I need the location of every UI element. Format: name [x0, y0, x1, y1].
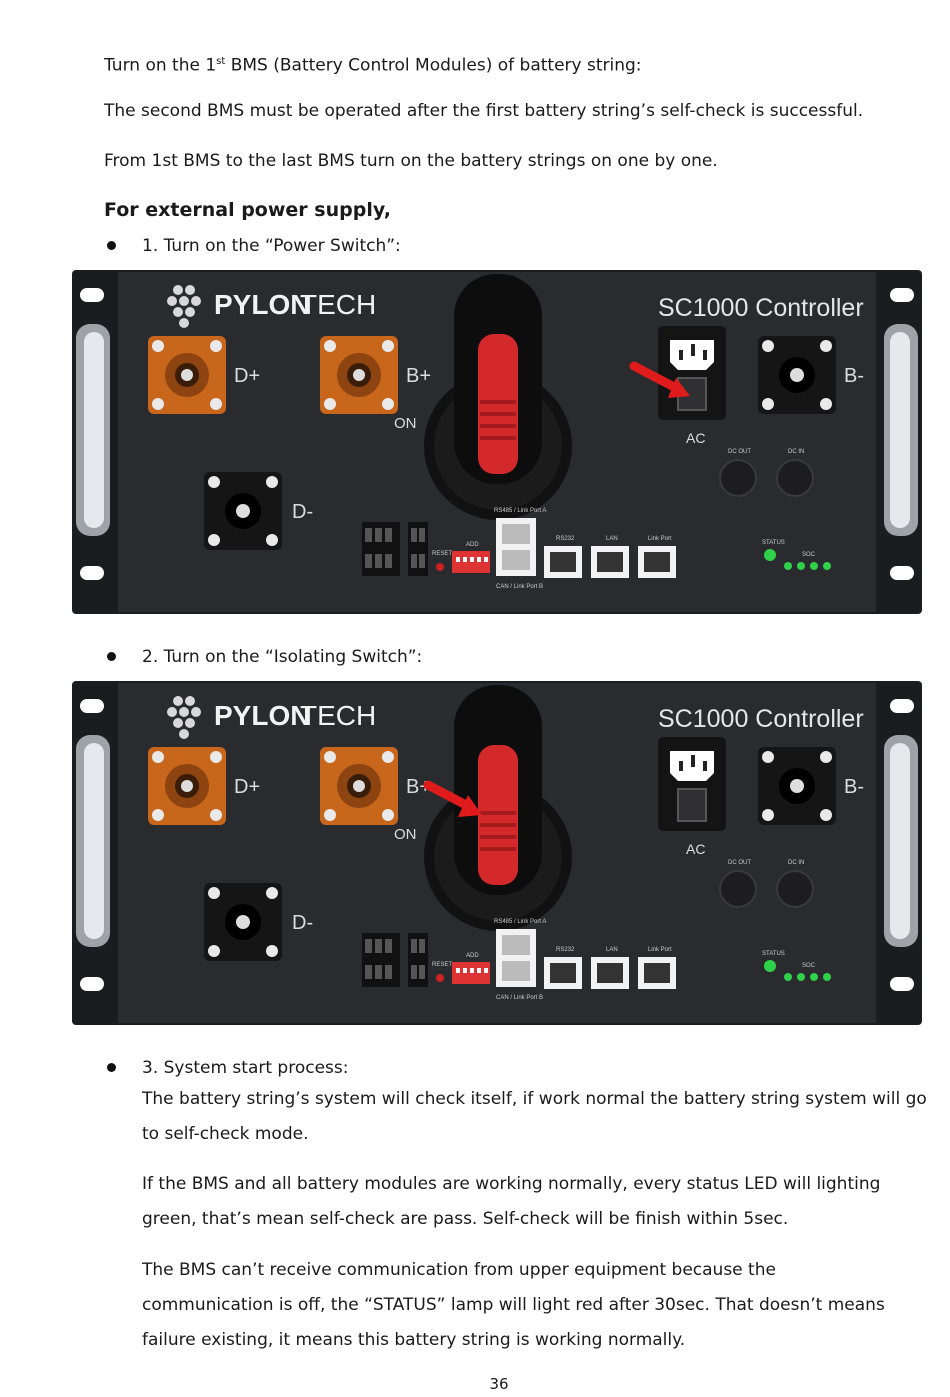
step-3-paragraph-2-line-1: If the BMS and all battery modules are w…: [142, 1174, 881, 1194]
step-3-paragraph-3-line-1: The BMS can’t receive communication from…: [142, 1260, 776, 1280]
svg-text:RESET: RESET: [432, 962, 452, 968]
svg-text:DC IN: DC IN: [788, 449, 804, 455]
svg-text:RS485 / Link Port A: RS485 / Link Port A: [494, 508, 546, 514]
svg-text:RS232: RS232: [556, 947, 575, 953]
svg-text:AC: AC: [686, 430, 705, 446]
svg-text:TECH: TECH: [300, 289, 376, 320]
step-3-label: 3. System start process:: [142, 1058, 349, 1078]
svg-text:Link Port: Link Port: [648, 536, 672, 542]
panel-graphic: PYLON TECH SC1000 Controller D+ B+ ON AC…: [72, 270, 922, 614]
intro-line-1: Turn on the 1st BMS (Battery Control Mod…: [104, 55, 642, 76]
svg-text:ON: ON: [394, 415, 417, 432]
svg-text:CAN / Link Port B: CAN / Link Port B: [496, 584, 543, 590]
svg-text:D-: D-: [292, 912, 313, 934]
bullet-icon: [107, 241, 116, 250]
svg-text:SC1000 Controller: SC1000 Controller: [658, 705, 864, 733]
svg-text:DC IN: DC IN: [788, 860, 804, 866]
svg-text:PYLON: PYLON: [214, 289, 310, 320]
svg-text:B+: B+: [406, 365, 431, 387]
section-heading: For external power supply,: [104, 199, 391, 221]
intro-line-2: The second BMS must be operated after th…: [104, 101, 864, 121]
svg-text:CAN / Link Port B: CAN / Link Port B: [496, 995, 543, 1001]
svg-text:SOC: SOC: [802, 963, 816, 969]
red-arrow-icon: [629, 361, 690, 398]
svg-text:DC OUT: DC OUT: [728, 449, 751, 455]
svg-text:LAN: LAN: [606, 536, 618, 542]
svg-text:RESET: RESET: [432, 551, 452, 557]
svg-text:RS485 / Link Port A: RS485 / Link Port A: [494, 919, 546, 925]
svg-text:B-: B-: [844, 776, 864, 798]
svg-text:PYLON: PYLON: [214, 700, 310, 731]
intro-line-3: From 1st BMS to the last BMS turn on the…: [104, 151, 718, 171]
controller-panel-1: PYLON TECH SC1000 Controller D+ B+ ON AC…: [72, 270, 922, 614]
bullet-icon: [107, 652, 116, 661]
step-1-label: 1. Turn on the “Power Switch”:: [142, 236, 401, 256]
svg-text:STATUS: STATUS: [762, 540, 785, 546]
svg-text:LAN: LAN: [606, 947, 618, 953]
svg-text:RS232: RS232: [556, 536, 575, 542]
step-3-paragraph-3-line-2: communication is off, the “STATUS” lamp …: [142, 1295, 885, 1315]
step-3-paragraph-1-line-2: to self-check mode.: [142, 1124, 309, 1144]
svg-text:ON: ON: [394, 826, 417, 843]
svg-text:TECH: TECH: [300, 700, 376, 731]
page-number: 36: [489, 1375, 509, 1393]
controller-panel-2: PYLON TECH SC1000 Controller D+ B+ ON AC…: [72, 681, 922, 1025]
svg-text:AC: AC: [686, 841, 705, 857]
step-3-paragraph-1-line-1: The battery string’s system will check i…: [142, 1089, 927, 1109]
svg-text:STATUS: STATUS: [762, 951, 785, 957]
svg-text:D+: D+: [234, 776, 260, 798]
step-3-paragraph-3-line-3: failure existing, it means this battery …: [142, 1330, 686, 1350]
svg-text:ADD: ADD: [466, 542, 479, 548]
step-2-label: 2. Turn on the “Isolating Switch”:: [142, 647, 423, 667]
panel-graphic: PYLON TECH SC1000 Controller D+ B+ ON AC…: [72, 681, 922, 1025]
bullet-icon: [107, 1063, 116, 1072]
svg-text:Link Port: Link Port: [648, 947, 672, 953]
svg-text:ADD: ADD: [466, 953, 479, 959]
red-arrow-icon: [423, 780, 482, 817]
svg-text:D-: D-: [292, 501, 313, 523]
step-3-paragraph-2-line-2: green, that’s mean self-check are pass. …: [142, 1209, 789, 1229]
svg-text:B+: B+: [406, 776, 431, 798]
svg-text:SC1000 Controller: SC1000 Controller: [658, 294, 864, 322]
svg-text:SOC: SOC: [802, 552, 816, 558]
svg-text:B-: B-: [844, 365, 864, 387]
svg-text:D+: D+: [234, 365, 260, 387]
svg-text:DC OUT: DC OUT: [728, 860, 751, 866]
